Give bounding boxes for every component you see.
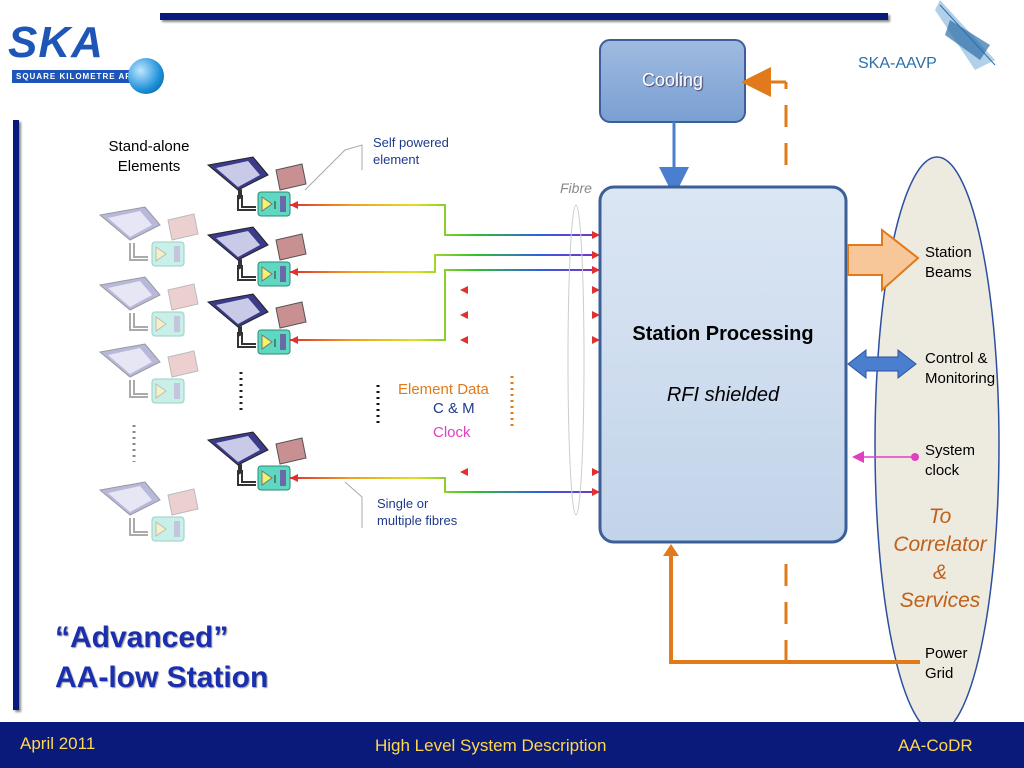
- power-line: [669, 552, 920, 664]
- connected-element-4: [207, 431, 307, 491]
- cooling-label: Cooling: [641, 70, 704, 90]
- system-clock-line1: System: [925, 442, 976, 459]
- power-arrowhead: [663, 544, 679, 556]
- element-data-label: Element Data: [398, 381, 489, 398]
- station-processing-label: Station Processing: [632, 323, 814, 345]
- slide-title-line2: AA-low Station: [55, 661, 269, 694]
- ska-logo: SKA: [8, 18, 104, 67]
- power-grid-label: Power Grid: [925, 644, 968, 684]
- station-beams-line2: Beams: [925, 264, 972, 281]
- correlator-line2: Correlator: [893, 533, 987, 556]
- system-clock-label: System clock: [925, 441, 975, 481]
- footer-bar: April 2011 High Level System Description…: [0, 722, 1024, 768]
- station-processing-box: [598, 185, 848, 544]
- fibre-bundle: [567, 204, 585, 516]
- fibre-arrowheads: [290, 201, 600, 496]
- self-powered-line2: element: [373, 152, 420, 167]
- fibre-label: Fibre: [560, 180, 592, 196]
- system-clock-dot: [911, 453, 919, 461]
- fibre-lines: [290, 204, 600, 493]
- footer-date: April 2011: [20, 734, 96, 753]
- control-line1: Control &: [925, 350, 988, 367]
- connected-element-1: [207, 156, 307, 217]
- correlator-line3: &: [932, 561, 947, 584]
- footer-doc-id: AA-CoDR: [898, 736, 973, 755]
- power-grid-line1: Power: [925, 645, 968, 662]
- left-rule: [13, 120, 19, 710]
- self-powered-label: Self powered element: [373, 134, 449, 168]
- self-powered-line1: Self powered: [373, 135, 449, 150]
- standalone-element-4: [99, 481, 199, 542]
- footer-title: High Level System Description: [375, 736, 607, 755]
- control-label: Control & Monitoring: [925, 349, 995, 389]
- ska-logo-subtitle: SQUARE KILOMETRE ARRAY: [12, 70, 156, 83]
- aavp-logo-graphic: [935, 0, 996, 70]
- station-beams-arrow: [847, 227, 920, 293]
- aavp-logo: SKA-AAVP: [858, 55, 937, 72]
- rfi-label: RFI shielded: [666, 384, 780, 406]
- control-line2: Monitoring: [925, 370, 996, 387]
- single-fibres-line2: multiple fibres: [377, 513, 458, 528]
- slide-title-line1: “Advanced”: [55, 621, 229, 654]
- self-powered-callout: [304, 144, 363, 191]
- single-fibres-callout: [344, 481, 363, 528]
- single-fibres-label: Single or multiple fibres: [377, 495, 457, 529]
- control-arrow: [847, 348, 917, 380]
- standalone-element-1: [99, 206, 199, 267]
- connected-element-2: [207, 226, 307, 287]
- standalone-element-3: [99, 343, 199, 404]
- slide-title: “Advanced” AA-low Station: [55, 618, 268, 698]
- cm-label: C & M: [433, 400, 475, 417]
- globe-icon: [128, 58, 164, 94]
- top-rule: [160, 13, 888, 20]
- standalone-label-line1: Stand-alone: [108, 138, 190, 155]
- correlator-line1: To: [928, 505, 952, 528]
- connected-element-3: [207, 293, 307, 355]
- standalone-element-2: [99, 276, 199, 337]
- correlator-label: To Correlator & Services: [880, 503, 1000, 615]
- clock-label: Clock: [433, 424, 471, 441]
- standalone-label-line2: Elements: [117, 158, 181, 175]
- standalone-label: Stand-alone Elements: [100, 137, 198, 177]
- correlator-line4: Services: [899, 589, 981, 612]
- station-beams-label: Station Beams: [925, 243, 972, 283]
- system-clock-line2: clock: [925, 462, 960, 479]
- station-beams-line1: Station: [925, 244, 972, 261]
- power-grid-line2: Grid: [925, 665, 954, 682]
- single-fibres-line1: Single or: [377, 496, 429, 511]
